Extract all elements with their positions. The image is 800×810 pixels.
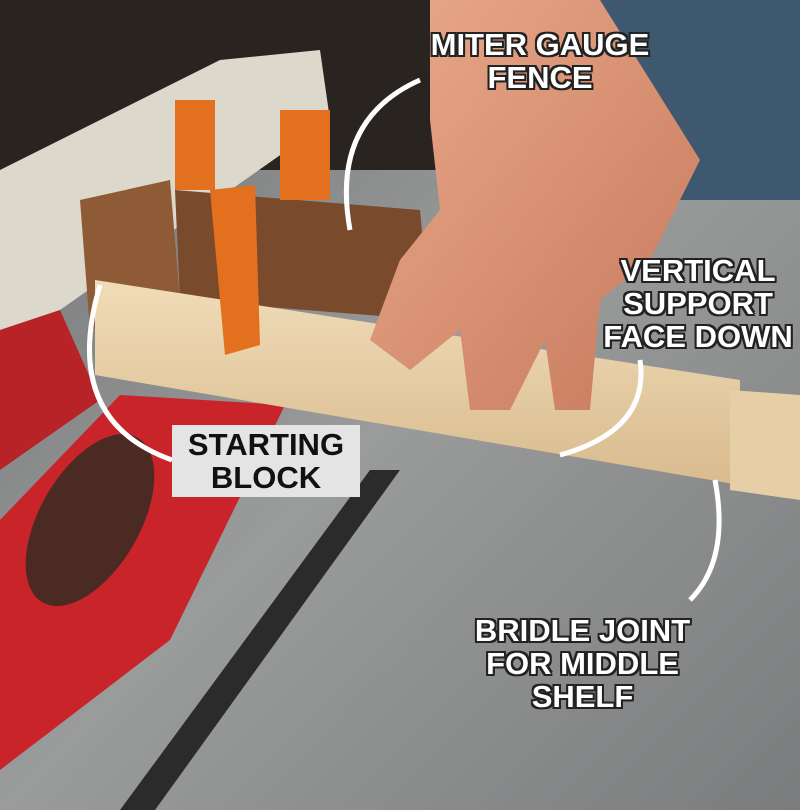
label-line: SUPPORT (623, 286, 773, 321)
label-line: MITER GAUGE (430, 27, 650, 62)
saw-blade (25, 434, 155, 606)
label-line: FACE DOWN (603, 319, 793, 354)
label-line: BRIDLE JOINT (474, 613, 691, 648)
label-line: BLOCK (210, 460, 322, 495)
label-line: FOR MIDDLE (486, 646, 679, 681)
label-bridle-joint: BRIDLE JOINT FOR MIDDLE SHELF (455, 614, 710, 713)
label-starting-block: STARTING BLOCK (172, 425, 360, 497)
label-miter-gauge-fence: MITER GAUGE FENCE (410, 28, 670, 94)
arrows (87, 77, 722, 602)
clamp-3 (210, 185, 260, 355)
clamp-2 (280, 110, 330, 200)
label-line: STARTING (187, 427, 345, 462)
label-line: FENCE (487, 60, 593, 95)
right-workpiece (730, 390, 800, 500)
arrow-bridle-joint (688, 479, 722, 602)
clamp-1 (175, 100, 215, 190)
arrow-vertical-support (559, 359, 644, 458)
red-fence-side (0, 310, 100, 470)
label-vertical-support: VERTICAL SUPPORT FACE DOWN (588, 254, 800, 353)
arrow-starting-block (87, 284, 173, 463)
miter-slot (120, 470, 400, 810)
hand (370, 0, 700, 410)
label-line: SHELF (531, 679, 634, 714)
label-line: VERTICAL (620, 253, 776, 288)
arrow-miter-fence (343, 77, 422, 231)
